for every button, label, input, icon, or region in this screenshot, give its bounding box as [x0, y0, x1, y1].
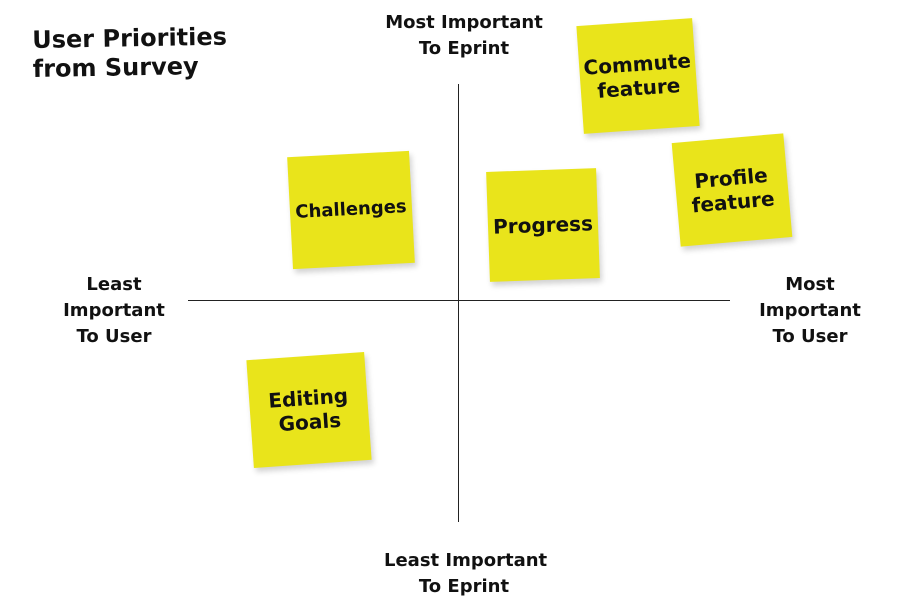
- sticky-note-label: Profile feature: [690, 162, 776, 218]
- sticky-note-commute[interactable]: Commute feature: [576, 18, 700, 134]
- sticky-note-label: Commute feature: [582, 48, 692, 103]
- vertical-axis: [458, 84, 459, 522]
- axis-label-left: Least Important To User: [63, 274, 165, 347]
- axis-label-bottom: Least Important To Eprint: [384, 550, 548, 597]
- horizontal-axis: [188, 300, 730, 301]
- sticky-note-label: Editing Goals: [267, 383, 349, 437]
- sticky-note-label: Progress: [492, 211, 594, 239]
- axis-label-right: Most Important To User: [759, 274, 861, 347]
- axis-label-top: Most Important To Eprint: [385, 12, 543, 59]
- diagram-title: User Priorities from Survey: [32, 22, 228, 83]
- sticky-note-challenges[interactable]: Challenges: [287, 150, 415, 270]
- sticky-note-progress[interactable]: Progress: [486, 168, 600, 282]
- sticky-note-editing-goals[interactable]: Editing Goals: [246, 352, 372, 468]
- sticky-note-label: Challenges: [294, 196, 408, 223]
- sticky-note-profile[interactable]: Profile feature: [671, 133, 793, 247]
